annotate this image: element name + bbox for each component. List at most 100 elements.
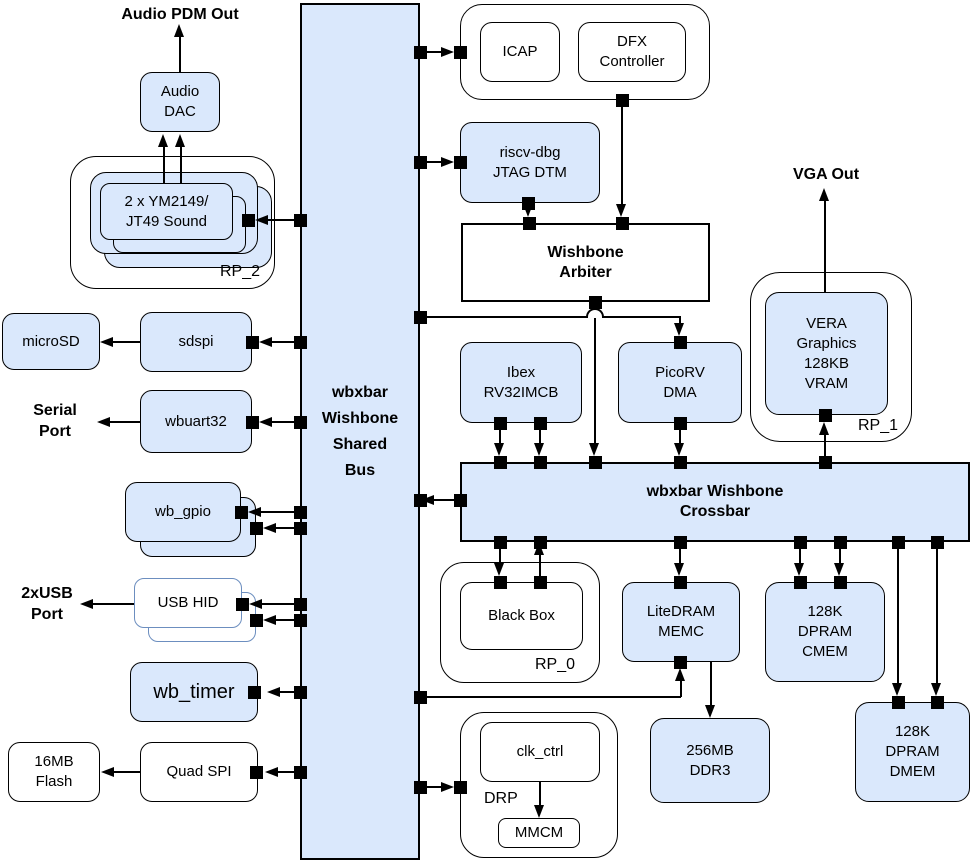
port-arbiter-top-2	[616, 217, 629, 230]
port-bus-usb-2	[294, 614, 307, 627]
node-vera: VERA Graphics 128KB VRAM	[765, 292, 888, 415]
arrowhead-into-bus	[421, 495, 434, 505]
port-bus-ym	[294, 214, 307, 227]
port-dmem-top-2	[931, 696, 944, 709]
line-crossbar-to-cmem-2	[839, 542, 841, 564]
port-cmem-top-2	[834, 576, 847, 589]
port-crossbar-bottom-3	[674, 536, 687, 549]
arrowhead-picorv-to-crossbar	[674, 443, 684, 456]
arrowhead-ibex-to-crossbar-1	[494, 443, 504, 456]
line-crossbar-to-bus	[432, 499, 454, 501]
line-crossbar-to-dmem-2	[936, 542, 938, 684]
line-bus-to-gpio-1	[259, 511, 300, 513]
port-bus-timer	[294, 686, 307, 699]
arrowhead-into-usb-2	[263, 615, 276, 625]
port-usb-1	[236, 598, 249, 611]
port-crossbar-top-3	[589, 456, 602, 469]
arrowhead-into-picorv-top	[674, 323, 684, 336]
port-bus-wbuart	[294, 416, 307, 429]
arrowhead-into-gpio-2	[263, 523, 276, 533]
arrowhead-into-dmem-1	[892, 683, 902, 696]
node-wishbone-crossbar: wbxbar Wishbone Crossbar	[460, 462, 970, 542]
rp1-label: RP_1	[857, 417, 898, 434]
node-256mb-ddr3: 256MB DDR3	[650, 718, 770, 803]
line-bus-to-ym	[266, 219, 300, 221]
port-gpio-2	[250, 522, 263, 535]
node-clk-ctrl: clk_ctrl	[480, 722, 600, 782]
arrowhead-into-usb-1	[249, 599, 262, 609]
port-ibex-bottom-2	[534, 417, 547, 430]
node-audio-dac: Audio DAC	[140, 72, 220, 132]
port-arbiter-bottom	[589, 296, 602, 309]
arrowhead-into-icap-container	[441, 47, 454, 57]
line-bus-to-picorv-b	[603, 316, 681, 318]
line-bus-to-sdspi	[270, 341, 300, 343]
node-wishbone-arbiter: Wishbone Arbiter	[461, 223, 710, 302]
arrowhead-into-dmem-2	[931, 683, 941, 696]
port-litedram-top	[674, 576, 687, 589]
port-crossbar-bottom-2	[534, 536, 547, 549]
port-icap-container-bottom	[616, 94, 629, 107]
arrowhead-into-sdspi	[259, 337, 272, 347]
line-bus-to-timer	[278, 691, 300, 693]
node-128k-dpram-dmem: 128K DPRAM DMEM	[855, 702, 970, 802]
line-usb-to-port	[92, 603, 134, 605]
node-icap: ICAP	[480, 22, 560, 82]
node-ym-sound: 2 x YM2149/ JT49 Sound	[100, 183, 233, 240]
arrowhead-into-gpio-1	[248, 507, 261, 517]
arrowhead-into-litedram-bottom	[675, 668, 685, 681]
line-bus-to-litedram-riser	[680, 679, 682, 697]
rp2-label: RP_2	[219, 263, 260, 280]
port-bus-gpio-2	[294, 522, 307, 535]
port-crossbar-bottom-7	[931, 536, 944, 549]
audio-pdm-out-label: Audio PDM Out	[121, 6, 239, 23]
arrowhead-into-ym	[255, 215, 268, 225]
port-bus-gpio-1	[294, 506, 307, 519]
arrowhead-into-vera	[819, 422, 829, 435]
node-quad-spi: Quad SPI	[140, 742, 258, 802]
node-dfx-controller: DFX Controller	[578, 22, 686, 82]
port-drp-left	[454, 781, 467, 794]
port-bus-quadspi	[294, 766, 307, 779]
line-ibex-to-crossbar-1	[499, 423, 501, 444]
line-bus-to-gpio-2	[274, 527, 300, 529]
node-wb-timer: wb_timer	[130, 662, 258, 722]
line-clkctrl-to-mmcm	[539, 782, 541, 806]
line-blackbox-to-crossbar	[539, 554, 541, 582]
arrowhead-arbiter-to-crossbar	[589, 443, 599, 456]
port-crossbar-top-1	[494, 456, 507, 469]
node-ibex: Ibex RV32IMCB	[460, 342, 582, 423]
node-sdspi: sdspi	[140, 312, 252, 372]
port-vera-bottom	[819, 409, 832, 422]
line-bus-to-icap	[420, 51, 442, 53]
port-bus-icap	[414, 46, 427, 59]
port-icap-container-left	[454, 46, 467, 59]
line-litedram-to-ddr3	[710, 662, 712, 706]
vga-out-label: VGA Out	[792, 166, 860, 183]
node-wbuart32: wbuart32	[140, 390, 252, 453]
arrowhead-into-blackbox	[494, 563, 504, 576]
port-timer	[248, 686, 261, 699]
port-quadspi	[250, 766, 263, 779]
line-crossbar-to-dmem-1	[897, 542, 899, 684]
port-ym	[242, 214, 255, 227]
line-bus-to-litedram	[420, 696, 681, 698]
port-bus-riscv	[414, 156, 427, 169]
arrowhead-into-microsd	[100, 337, 113, 347]
port-arbiter-top-1	[523, 217, 536, 230]
port-ibex-bottom-1	[494, 417, 507, 430]
arrowhead-into-dac-1	[158, 134, 168, 147]
port-litedram-bottom	[674, 656, 687, 669]
node-riscv-dbg: riscv-dbg JTAG DTM	[460, 122, 600, 203]
drp-label: DRP	[484, 790, 518, 807]
line-picorv-to-crossbar	[679, 423, 681, 444]
port-bus-usb-1	[294, 598, 307, 611]
port-blackbox-top-1	[494, 576, 507, 589]
serial-port-label: Serial Port	[33, 402, 77, 440]
arrowhead-into-cmem-1	[794, 563, 804, 576]
line-arbiter-to-crossbar	[594, 302, 596, 444]
port-crossbar-top-2	[534, 456, 547, 469]
node-128k-dpram-cmem: 128K DPRAM CMEM	[765, 582, 885, 682]
node-picorv-dma: PicoRV DMA	[618, 342, 742, 423]
